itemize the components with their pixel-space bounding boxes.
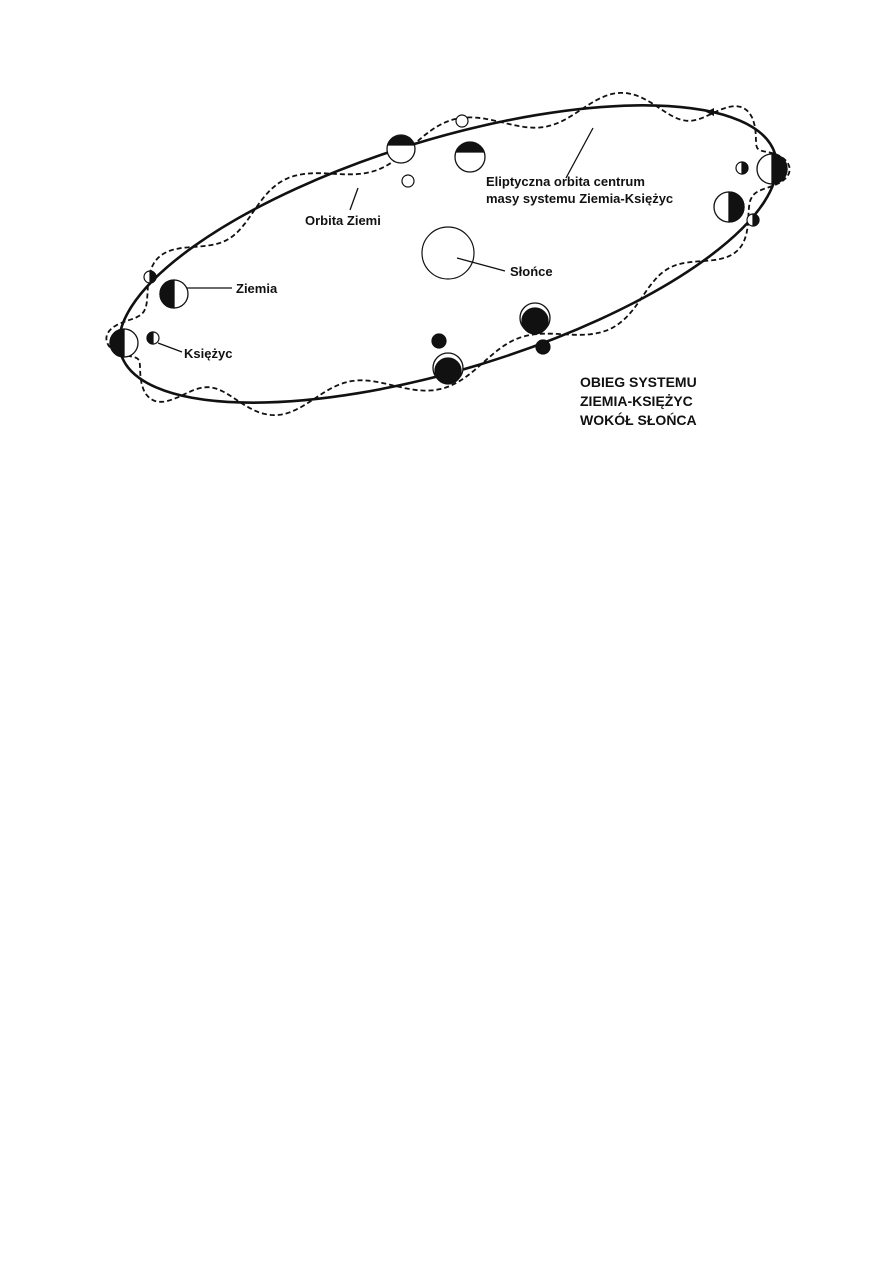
barycenter-orbit-label-line1: Eliptyczna orbita centrum — [486, 174, 645, 189]
earth-right-top — [756, 153, 788, 185]
earth-orbit-label: Orbita Ziemi — [305, 213, 381, 228]
earth-dark-half — [771, 153, 788, 185]
earth-dark-top — [387, 135, 415, 146]
moon-far-left — [143, 270, 157, 284]
earth-top-center — [454, 141, 486, 173]
earth-bottom-right — [519, 302, 551, 335]
earth-orbit-leader — [349, 187, 359, 211]
sun-circle — [421, 226, 475, 280]
earth-dark-half — [728, 191, 745, 223]
caption-line2: ZIEMIA-KSIĘŻYC — [580, 393, 693, 409]
earth-dark-disc — [521, 307, 549, 335]
earth-label: Ziemia — [236, 281, 278, 296]
moon-positions — [143, 114, 760, 355]
moon-bottom-right — [535, 339, 551, 355]
moon-top-1 — [401, 174, 415, 188]
moon-label: Księżyc — [184, 346, 232, 361]
moon-dark-half — [752, 213, 760, 227]
caption-line1: OBIEG SYSTEMU — [580, 374, 697, 390]
barycenter-elliptical-orbit — [117, 104, 779, 404]
moon-left — [146, 331, 160, 345]
sun-label: Słońce — [510, 264, 553, 279]
moon-dark-half — [741, 161, 749, 175]
direction-arrow — [706, 108, 714, 116]
caption-line3: WOKÓŁ SŁOŃCA — [580, 411, 697, 428]
earth-dark-disc — [434, 357, 462, 385]
earth-top-left — [386, 134, 416, 164]
moon-right-2 — [746, 213, 760, 227]
moon-bottom-center — [431, 333, 447, 349]
moon-dark-half — [149, 270, 157, 284]
leader-lines — [157, 108, 714, 353]
moon-right-1 — [735, 161, 749, 175]
earth-dark-half — [159, 279, 175, 309]
earth-dark-half — [109, 328, 125, 358]
moon-top-2 — [455, 114, 469, 128]
moon-leader — [157, 342, 183, 353]
barycenter-orbit-leader — [565, 127, 594, 179]
earth-right-lower — [713, 191, 745, 223]
sun-leader — [456, 257, 506, 272]
earth-mid-left — [159, 279, 189, 309]
earth-left — [109, 328, 139, 358]
earth-dark-top — [455, 141, 485, 153]
barycenter-orbit-label-line2: masy systemu Ziemia-Księżyc — [486, 191, 673, 206]
moon-dark-half — [146, 331, 154, 345]
earth-positions — [109, 134, 788, 385]
earth-bottom-center — [432, 352, 464, 385]
